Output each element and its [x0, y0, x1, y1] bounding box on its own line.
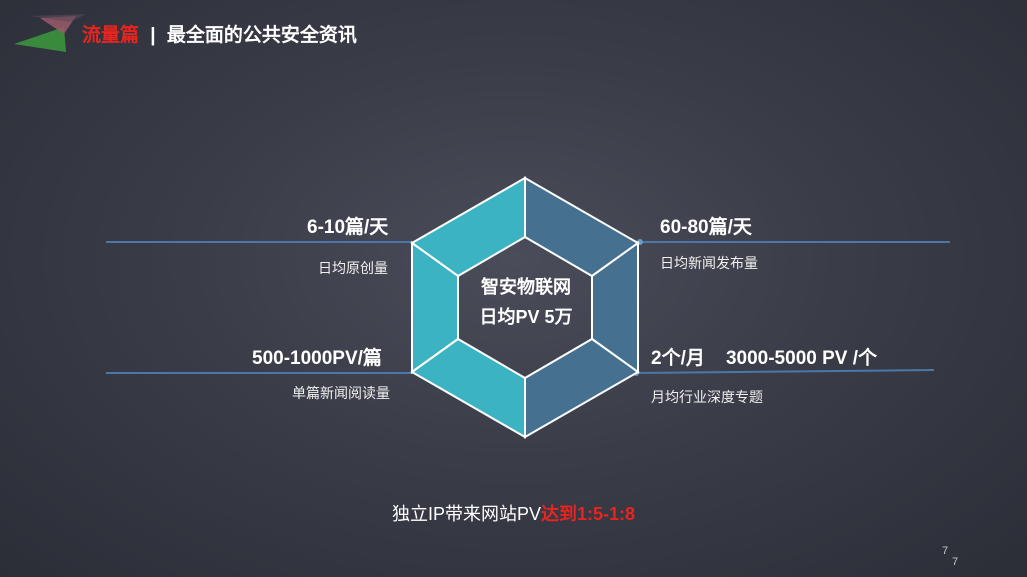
footer-text: 独立IP带来网站PV [391, 504, 541, 524]
title-accent: 流量篇 [82, 25, 140, 46]
footer-highlight: 达到1:5-1:8 [541, 504, 636, 524]
center-line-1: 智安物联网 [481, 277, 571, 297]
page-title: 流量篇 | 最全面的公共安全资讯 [82, 20, 357, 47]
hexagon-center-text: 智安物联网 日均PV 5万 [452, 272, 600, 332]
page-number-top: 7 [942, 545, 949, 557]
title-text: 最全面的公共安全资讯 [166, 25, 357, 46]
stat-top-left-value: 6-10篇/天 [307, 217, 389, 238]
page-number-bottom: 7 [952, 556, 959, 568]
stat-bottom-left-label: 单篇新闻阅读量 [292, 385, 390, 401]
stat-bottom-right-value: 2个/月 3000-5000 PV /个 [651, 348, 878, 369]
center-line-2: 日均PV 5万 [479, 307, 573, 327]
stat-bottom-left-value: 500-1000PV/篇 [252, 348, 382, 369]
bottom-right-line [635, 369, 935, 374]
stat-top-right-label: 日均新闻发布量 [660, 255, 758, 271]
stat-bottom-right-label: 月均行业深度专题 [651, 389, 763, 405]
title-separator: | [150, 25, 156, 46]
footer-note: 独立IP带来网站PV达到1:5-1:8 [0, 500, 1027, 526]
stat-top-left-label: 日均原创量 [318, 260, 388, 276]
hex-segment-bottom-right [524, 337, 640, 439]
corner-logo-icon [14, 14, 86, 52]
stat-top-right-value: 60-80篇/天 [660, 217, 752, 238]
